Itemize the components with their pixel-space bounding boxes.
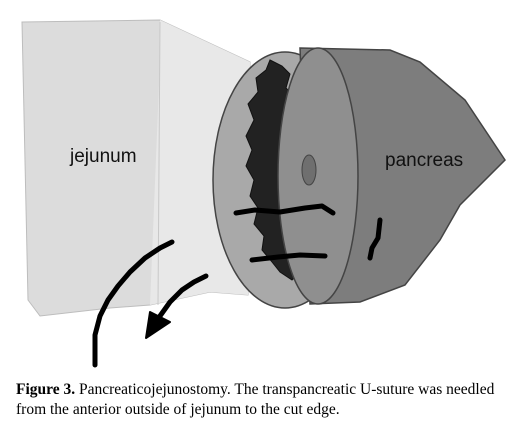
pancreas-label: pancreas (385, 150, 463, 171)
suture-pancreas-bend (367, 217, 383, 261)
pancreas-cut-face (277, 47, 359, 305)
figure-caption-text: Pancreaticojejunostomy. The transpancrea… (16, 381, 495, 418)
needle-path-strand (92, 239, 175, 368)
suture-lower-strand (249, 252, 328, 263)
jejunum-fold-line (157, 21, 161, 306)
figure-caption: Figure 3. Pancreaticojejunostomy. The tr… (16, 380, 516, 420)
direction-arrow-head (145, 311, 171, 339)
figure-caption-label: Figure 3. (16, 381, 76, 398)
direction-arrow-shaft (157, 273, 209, 319)
jejunum-label: jejunum (69, 146, 137, 167)
suture-upper-strand (233, 203, 336, 216)
pancreaticojejunostomy-diagram: jejunum pancreas (21, 19, 506, 368)
pancreatic-duct (301, 154, 317, 186)
